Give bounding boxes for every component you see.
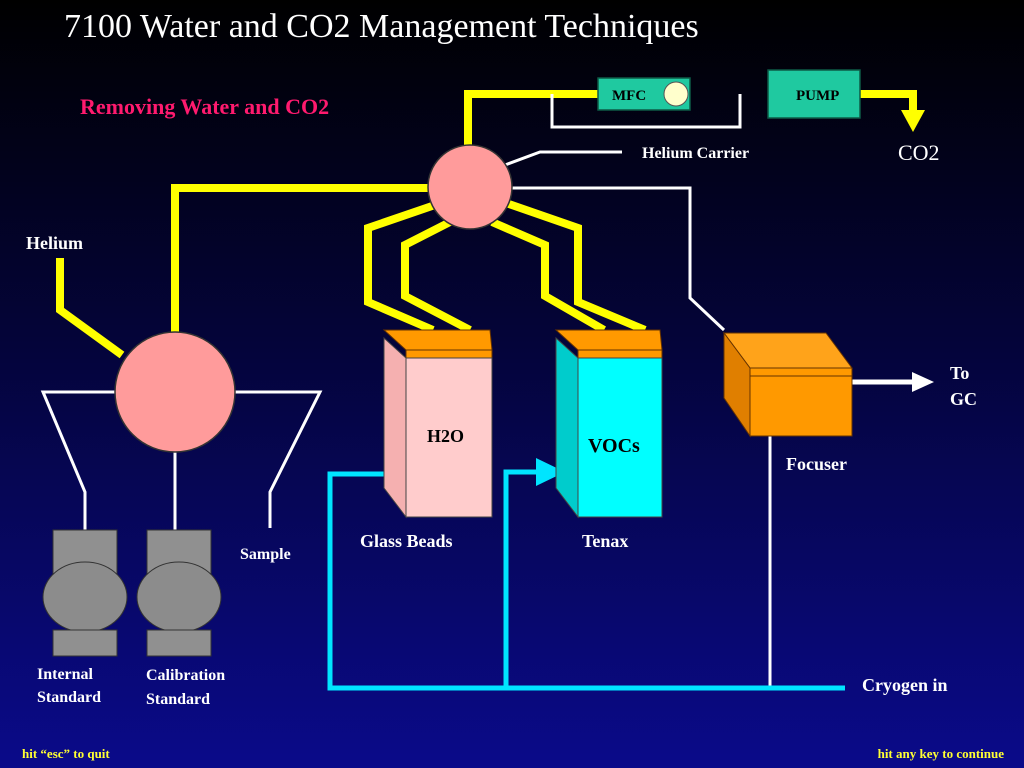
subtitle: Removing Water and CO2 <box>80 94 330 119</box>
cryogen-arrow-head <box>536 458 565 486</box>
white-lines <box>40 94 772 688</box>
calibration-standard-label-line1: Calibration <box>146 667 226 684</box>
co2-label: CO2 <box>898 140 940 165</box>
to-gc-arrow-head <box>912 372 934 392</box>
mfc-bypass-line <box>550 94 742 129</box>
internal-standard-label-line2: Standard <box>37 689 102 706</box>
tenax-label: Tenax <box>582 531 629 551</box>
helium-inlet-pipe <box>56 258 125 359</box>
focuser-label: Focuser <box>786 454 847 474</box>
helium-carrier-label: Helium Carrier <box>642 145 750 162</box>
focuser-box[interactable] <box>723 331 853 438</box>
to-gc-label-line2: GC <box>950 389 977 409</box>
glassbeads-pipe-outer <box>364 201 437 334</box>
pump-box[interactable] <box>767 69 861 119</box>
quit-hint: hit “esc” to quit <box>22 746 110 761</box>
internal-standard-line <box>40 390 125 530</box>
pump-loop-pipe <box>464 90 600 145</box>
page-title: 7100 Water and CO2 Management Techniques <box>64 8 699 45</box>
cryogen-tenax-line <box>503 469 540 688</box>
sample-line <box>225 390 323 528</box>
focuser-feed-line <box>512 186 726 332</box>
main-carrier-pipe <box>171 184 430 335</box>
h2o-label: H2O <box>427 426 464 446</box>
tenax-pipe-outer <box>504 199 647 334</box>
cryogen-in-label: Cryogen in <box>862 675 948 695</box>
cryogen-lines <box>327 469 845 691</box>
upper-valve[interactable] <box>427 144 513 230</box>
calibration-standard-cylinder[interactable] <box>136 529 222 657</box>
cryogen-glassbeads-line <box>327 471 845 691</box>
helium-pipes <box>56 90 917 359</box>
sample-label: Sample <box>240 546 291 563</box>
calibration-standard-label-line2: Standard <box>146 691 211 708</box>
pump-output-pipe <box>860 90 917 112</box>
mfc-gauge <box>663 81 689 107</box>
co2-arrow-head <box>901 110 925 132</box>
internal-standard-cylinder[interactable] <box>42 529 128 657</box>
helium-label: Helium <box>26 233 83 253</box>
pump-label: PUMP <box>796 88 839 104</box>
glassbeads-pipe-inner <box>401 218 472 334</box>
lower-valve[interactable] <box>114 331 236 453</box>
vocs-label: VOCs <box>588 435 640 457</box>
helium-carrier-line <box>504 150 622 167</box>
continue-hint: hit any key to continue <box>877 746 1004 761</box>
mfc-label: MFC <box>612 88 646 104</box>
to-gc-label-line1: To <box>950 363 970 383</box>
tenax-trap[interactable] <box>554 329 663 519</box>
tenax-pipe-inner <box>490 218 606 334</box>
internal-standard-label-line1: Internal <box>37 666 93 683</box>
glass-beads-trap[interactable] <box>382 329 493 519</box>
glass-beads-label: Glass Beads <box>360 531 453 551</box>
